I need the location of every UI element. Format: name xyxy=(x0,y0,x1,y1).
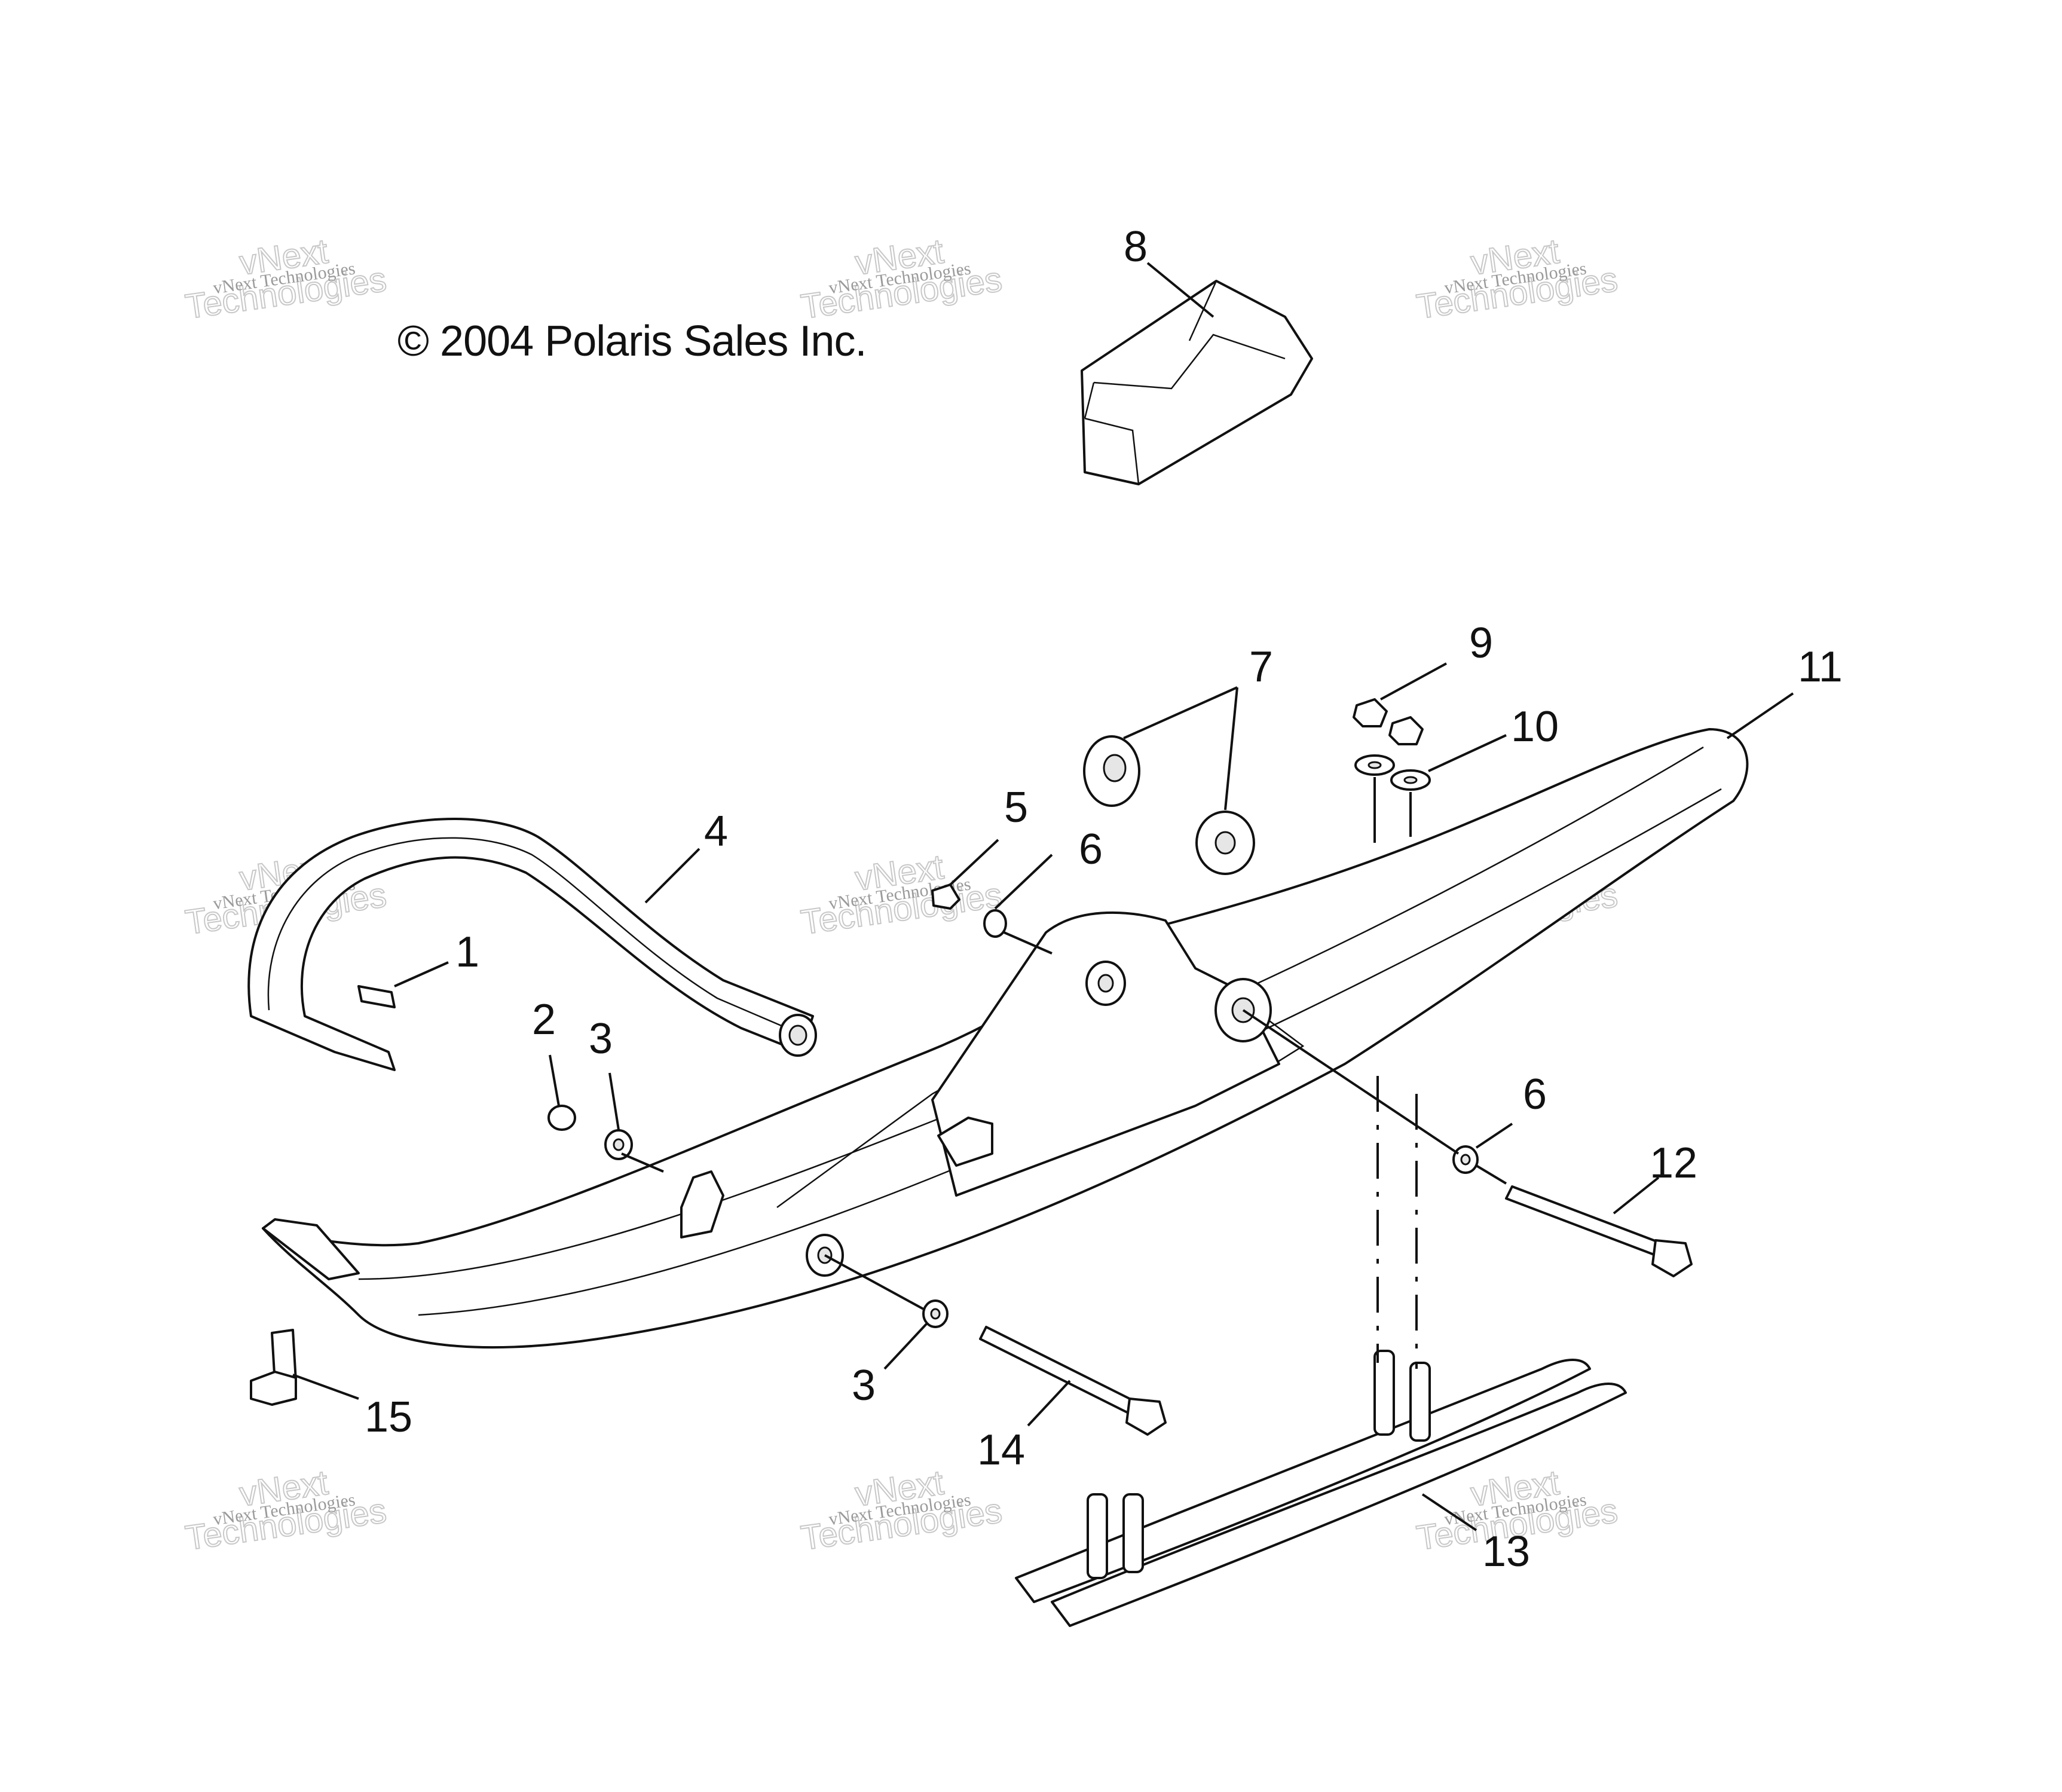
part-6-washer-right-hole xyxy=(1460,1154,1471,1166)
part-13-wear-bars xyxy=(1015,1350,1627,1627)
watermark-3: vNext Technologies vNext Technologies xyxy=(1414,231,1620,327)
part-8-saddle xyxy=(1081,280,1313,485)
watermark-7: vNext Technologies vNext Technologies xyxy=(182,1463,389,1558)
callout-8: 8 xyxy=(1124,223,1148,271)
part-9-nut-a xyxy=(1353,698,1388,727)
callout-13: 13 xyxy=(1482,1528,1530,1576)
callout-12: 12 xyxy=(1650,1139,1697,1187)
callout-4: 4 xyxy=(704,808,728,855)
part-11-ski xyxy=(262,728,1749,1349)
part-10-washer-a-hole xyxy=(1367,761,1382,769)
hardware xyxy=(250,698,1693,1436)
callout-5: 5 xyxy=(1004,784,1028,831)
part-15-bolt-head xyxy=(250,1371,297,1406)
part-7-bushing-a-hole xyxy=(1103,754,1127,782)
callout-6-right: 6 xyxy=(1523,1071,1547,1118)
part-14-bolt-head xyxy=(1125,1397,1167,1436)
callout-9: 9 xyxy=(1469,619,1493,667)
leader-lines xyxy=(292,262,1794,1531)
part-3-washer-lower-hole xyxy=(930,1308,941,1320)
watermark-2: vNext Technologies vNext Technologies xyxy=(798,231,1005,327)
watermark-8: vNext Technologies vNext Technologies xyxy=(798,1463,1005,1558)
callout-3-upper: 3 xyxy=(589,1015,613,1063)
callout-1: 1 xyxy=(455,928,479,976)
callouts: 1 2 3 3 4 5 6 6 7 8 9 10 11 12 13 14 15 xyxy=(365,223,1843,1576)
callout-7: 7 xyxy=(1249,643,1273,691)
callout-11: 11 xyxy=(1798,643,1843,691)
part-7-bushing-b-hole xyxy=(1214,831,1236,855)
watermark-5: vNext Technologies vNext Technologies xyxy=(798,847,1005,943)
callout-10: 10 xyxy=(1511,703,1559,751)
part-12-bolt-shank xyxy=(1505,1185,1663,1256)
part-1-pin xyxy=(357,985,396,1008)
part-12-bolt-head xyxy=(1651,1239,1693,1277)
callout-14: 14 xyxy=(977,1426,1025,1474)
callout-2: 2 xyxy=(532,996,556,1044)
part-2-nut xyxy=(547,1105,576,1131)
part-14-bolt-shank xyxy=(979,1326,1137,1415)
part-6-washer xyxy=(983,909,1007,938)
part-5-nut xyxy=(931,883,960,910)
part-4-handle xyxy=(247,818,817,1071)
callout-15: 15 xyxy=(365,1393,412,1441)
callout-6-upper: 6 xyxy=(1079,825,1103,873)
part-3-washer-hole xyxy=(613,1138,625,1151)
part-10-washer-b-hole xyxy=(1403,776,1418,784)
copyright-text: © 2004 Polaris Sales Inc. xyxy=(397,317,867,365)
assembly-lines xyxy=(621,777,1507,1369)
part-9-nut-b xyxy=(1388,716,1424,745)
watermark-1: vNext Technologies vNext Technologies xyxy=(182,231,389,327)
callout-3-lower: 3 xyxy=(852,1362,876,1409)
